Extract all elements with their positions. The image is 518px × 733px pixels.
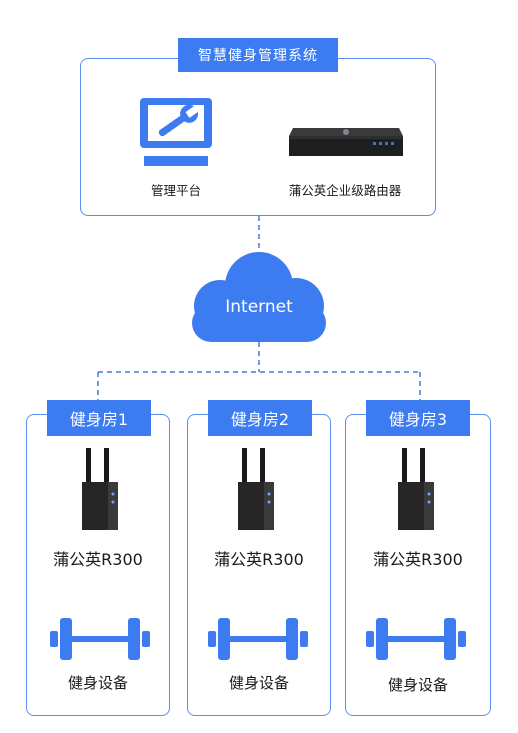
barbell-icon [366,618,466,660]
gym-box-1 [26,414,170,716]
router-r300-icon [82,448,118,530]
gym-box-2 [187,414,331,716]
barbell-icon [208,618,308,660]
monitor-wrench-icon [140,98,212,166]
router-r300-icon [398,448,434,530]
gym-title-3: 健身房3 [366,400,470,436]
cloud-icon [192,252,326,342]
platform-label: 管理平台 [150,183,201,198]
gym-box-3 [345,414,491,716]
device-label-2: 蒲公英R300 [214,550,304,569]
device-label-1: 蒲公英R300 [53,550,143,569]
system-title: 智慧健身管理系统 [178,38,338,72]
router-label: 蒲公英企业级路由器 [288,183,402,198]
device-label-3: 蒲公英R300 [373,550,463,569]
equipment-label-3: 健身设备 [387,676,448,694]
enterprise-router-icon [289,128,403,156]
barbell-icon [50,618,150,660]
equipment-label-1: 健身设备 [67,674,128,692]
cloud-label: Internet [225,297,293,317]
router-r300-icon [238,448,274,530]
equipment-label-2: 健身设备 [228,674,289,692]
gym-title-2: 健身房2 [208,400,312,436]
gym-title-1: 健身房1 [47,400,151,436]
